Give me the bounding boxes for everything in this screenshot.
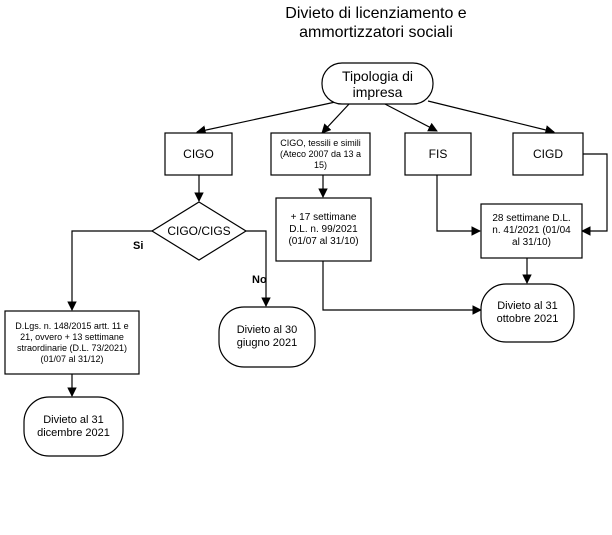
shape-ottobre bbox=[480, 283, 575, 343]
edge-tipologia-fis bbox=[382, 102, 438, 132]
shape-cigo-tessili bbox=[270, 132, 371, 176]
node-17sett: + 17 settimane D.L. n. 99/2021 (01/07 al… bbox=[276, 198, 371, 261]
page-title: Divieto di licenziamento e ammortizzator… bbox=[258, 4, 494, 42]
node-17sett-label: + 17 settimane D.L. n. 99/2021 (01/07 al… bbox=[288, 211, 359, 247]
node-fis: FIS bbox=[405, 133, 471, 175]
edge-decision-no bbox=[246, 230, 271, 307]
node-fis-label: FIS bbox=[428, 147, 448, 161]
node-div-giugno-label: Divieto al 30 giugno 2021 bbox=[236, 324, 298, 349]
node-28sett-label: 28 settimane D.L. n. 41/2021 (01/04 al 3… bbox=[492, 213, 571, 248]
node-div-giugno: Divieto al 30 giugno 2021 bbox=[219, 307, 315, 367]
node-div-ottobre: Divieto al 31 ottobre 2021 bbox=[481, 284, 574, 342]
shape-dlgs bbox=[4, 310, 140, 375]
shape-28sett bbox=[480, 203, 583, 259]
shape-fis bbox=[404, 132, 472, 176]
node-28sett: 28 settimane D.L. n. 41/2021 (01/04 al 3… bbox=[481, 204, 582, 258]
edge-decision-si bbox=[67, 230, 152, 311]
node-cigo-label: CIGO bbox=[183, 147, 214, 161]
node-cigo: CIGO bbox=[165, 133, 232, 175]
node-div-dicembre: Divieto al 31 dicembre 2021 bbox=[24, 397, 123, 456]
node-dlgs: D.Lgs. n. 148/2015 artt. 11 e 21, ovvero… bbox=[5, 311, 139, 374]
node-div-dicembre-label: Divieto al 31 dicembre 2021 bbox=[37, 413, 110, 439]
node-div-ottobre-label: Divieto al 31 ottobre 2021 bbox=[496, 300, 559, 325]
node-dlgs-label: D.Lgs. n. 148/2015 artt. 11 e 21, ovvero… bbox=[15, 320, 129, 364]
edge-cigd-28sett bbox=[581, 153, 608, 236]
node-tipologia-label: Tipologia di impresa bbox=[341, 67, 414, 100]
shape-tipologia bbox=[321, 62, 434, 105]
edge-label-no: No bbox=[252, 274, 267, 286]
node-cigd-label: CIGD bbox=[533, 147, 563, 161]
shape-17sett bbox=[275, 197, 372, 262]
shape-giugno bbox=[218, 306, 316, 368]
edge-tipologia-cigo-tessili bbox=[321, 102, 351, 134]
node-cigo-tessili: CIGO, tessili e simili (Ateco 2007 da 13… bbox=[271, 133, 370, 175]
shape-cigo bbox=[164, 132, 233, 176]
shape-cigd bbox=[512, 132, 584, 176]
title-line-1: Divieto di licenziamento e bbox=[285, 5, 467, 22]
edge-17sett-ottobre bbox=[322, 261, 482, 315]
node-decision-label: CIGO/CIGS bbox=[167, 224, 231, 238]
shape-decision bbox=[150, 201, 248, 261]
title-line-2: ammortizzatori sociali bbox=[299, 24, 453, 41]
shape-dicembre bbox=[23, 396, 124, 457]
node-cigo-tessili-label: CIGO, tessili e simili (Ateco 2007 da 13… bbox=[279, 137, 362, 170]
node-decision: CIGO/CIGS bbox=[152, 202, 246, 260]
node-cigd: CIGD bbox=[513, 133, 583, 175]
edge-tipologia-cigo bbox=[196, 100, 341, 135]
edge-label-si: Si bbox=[133, 240, 144, 252]
node-tipologia: Tipologia di impresa bbox=[322, 63, 433, 104]
edge-fis-28sett bbox=[436, 175, 481, 236]
edge-tipologia-cigd bbox=[427, 100, 555, 135]
